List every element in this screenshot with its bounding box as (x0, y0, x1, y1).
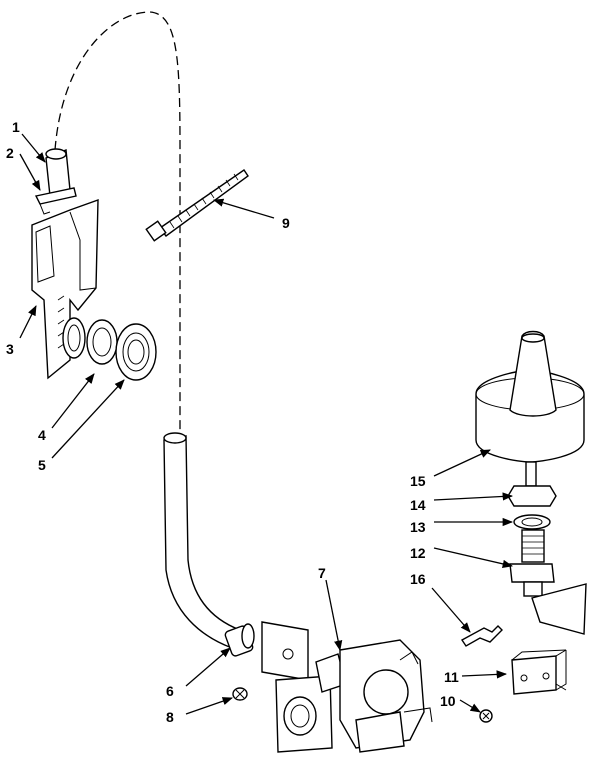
callout-1: 1 (12, 119, 20, 135)
callout-12: 12 (410, 545, 426, 561)
callout-8: 8 (166, 709, 174, 725)
actuator-lever-part (460, 625, 503, 647)
inlet-bracket-part (31, 198, 99, 380)
screw-8-part (232, 687, 248, 701)
callout-11: 11 (444, 669, 459, 685)
callout-4: 4 (38, 427, 46, 443)
switch-part (511, 649, 567, 695)
callout-10: 10 (440, 693, 456, 709)
callout-5: 5 (38, 457, 46, 473)
float-stem-assembly (507, 461, 587, 635)
callout-6: 6 (166, 683, 174, 699)
callout-14: 14 (410, 497, 426, 513)
callout-3: 3 (6, 341, 14, 357)
callout-16: 16 (410, 571, 426, 587)
lower-hose-part (163, 432, 255, 657)
hose-dashed-path (54, 11, 181, 432)
screw-10-part (479, 709, 493, 723)
callout-7: 7 (318, 565, 326, 581)
water-valve-part (261, 621, 433, 753)
gasket-ring-part (62, 317, 157, 381)
tie-wrap-part (145, 169, 249, 242)
leader-lines (19, 133, 514, 715)
float-part (475, 330, 585, 463)
callout-2: 2 (6, 145, 14, 161)
callout-13: 13 (410, 519, 426, 535)
callout-15: 15 (410, 473, 426, 489)
callout-9: 9 (282, 215, 290, 231)
hose-fitting-part (34, 148, 77, 215)
